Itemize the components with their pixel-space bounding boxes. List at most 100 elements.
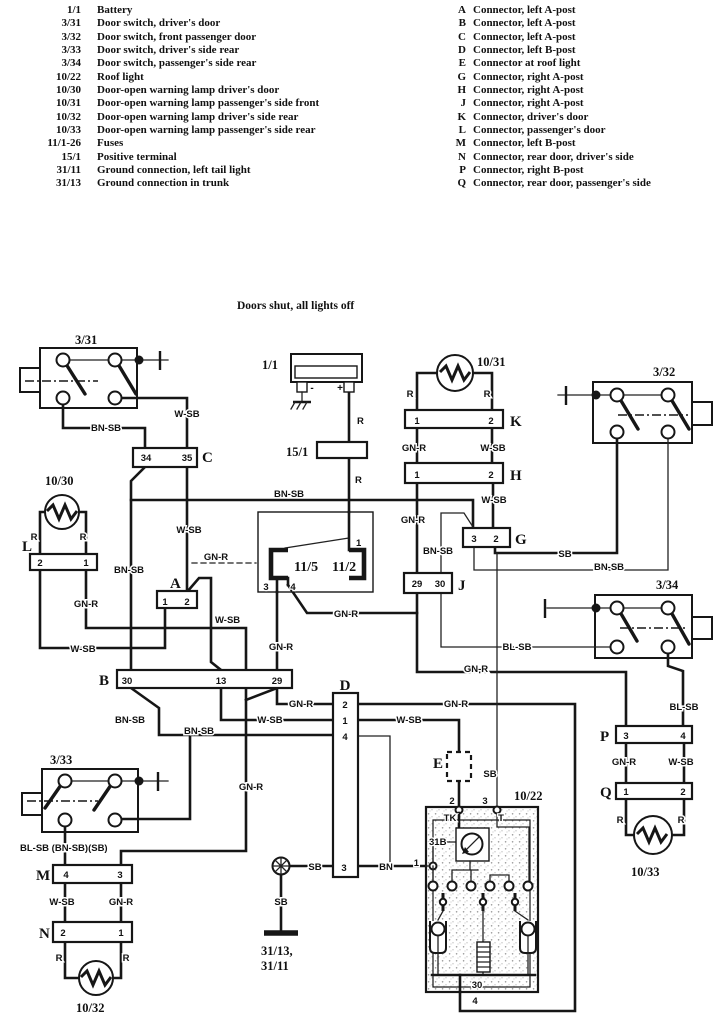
pin: 3 — [341, 863, 346, 874]
wire-label: BN-SB — [423, 546, 453, 557]
legend-desc: Connector at roof light — [473, 57, 581, 70]
legend-row: 10/31 Door-open warning lamp passenger's… — [0, 97, 319, 110]
pin: 2 — [680, 787, 685, 798]
legend-desc: Connector, left A-post — [473, 30, 576, 43]
bulb-left-icon — [429, 910, 447, 976]
wire-label: BL-SB — [669, 702, 698, 713]
bulb-center-icon — [476, 910, 491, 976]
connector-j — [402, 571, 454, 595]
connector-g — [461, 526, 512, 549]
letter-m: M — [36, 868, 50, 884]
wire-r-1031-k1 — [415, 371, 439, 412]
lamp-10-30-icon — [44, 494, 80, 530]
legend-desc: Connector, right B-post — [473, 164, 584, 177]
lamp-10-32-icon — [78, 960, 114, 996]
junction-dot — [591, 603, 601, 613]
legend-desc: Door switch, front passenger door — [97, 30, 257, 43]
legend-letter: D — [458, 44, 466, 57]
wire-bnsb-b30-d4 — [129, 686, 335, 737]
legend-ref: 11/1-26 — [47, 137, 81, 150]
legend-letter: B — [458, 17, 466, 30]
wire-label: BN-SB — [274, 489, 304, 500]
pin: 4 — [63, 870, 69, 881]
wire-r-1031-k2 — [471, 371, 494, 412]
legend-connectors: A Connector, left A-post B Connector, le… — [450, 4, 651, 191]
legend-components: 1/1 Battery 3/31 Door switch, driver's d… — [0, 4, 319, 191]
legend-letter: M — [455, 137, 466, 150]
legend-desc: Door-open warning lamp driver's side rea… — [97, 110, 299, 123]
connector-n — [51, 920, 134, 944]
legend-desc: Connector, driver's door — [473, 110, 589, 123]
legend-desc: Door-open warning lamp passenger's side … — [97, 124, 316, 137]
letter-l: L — [22, 539, 32, 555]
legend-desc: Door switch, driver's side rear — [97, 44, 240, 57]
legend-desc: Connector, left B-post — [473, 44, 576, 57]
wire-label: GN-R — [289, 699, 313, 710]
legend-ref: 31/13 — [55, 177, 81, 190]
wire-bnsb-main-g3 — [129, 498, 475, 530]
pin: 4 — [680, 731, 686, 742]
ref-3-34: 3/34 — [656, 578, 679, 592]
legend-row: H Connector, right A-post — [450, 84, 651, 97]
legend-row: K Connector, driver's door — [450, 111, 651, 124]
wire-label: GN-R — [401, 515, 425, 526]
legend-row: J Connector, right A-post — [450, 97, 651, 110]
legend-ref: 31/11 — [56, 164, 81, 177]
legend-desc: Positive terminal — [97, 150, 177, 163]
legend-ref: 3/34 — [61, 57, 81, 70]
letter-a: A — [170, 576, 181, 592]
wire-gnr-b29-branch — [244, 686, 279, 702]
legend-ref: 10/33 — [55, 124, 81, 137]
wire-label: W-SB — [70, 644, 95, 655]
wire-label: R — [484, 389, 491, 400]
battery-terminals — [290, 381, 355, 410]
legend-desc: Door-open warning lamp passenger's side … — [97, 97, 320, 110]
legend-desc: Ground connection, left tail light — [97, 164, 251, 177]
timer-arrowhead — [462, 847, 469, 854]
legend-row: 10/22 Roof light — [0, 71, 319, 84]
pin: 2 — [488, 416, 493, 427]
wire-label: BN-SB — [114, 565, 144, 576]
wire-label: R — [31, 532, 38, 543]
wire-label: BN-SB — [91, 423, 121, 434]
label-tk: TK — [444, 813, 457, 824]
legend-row: E Connector at roof light — [450, 57, 651, 70]
legend-letter: E — [458, 57, 466, 70]
legend-row: 3/32 Door switch, front passenger door — [0, 31, 319, 44]
wire-label: GN-R — [402, 443, 426, 454]
legend-desc: Connector, left B-post — [473, 137, 576, 150]
wire-label: W-SB — [668, 757, 693, 768]
connector-h — [403, 461, 505, 485]
legend-letter: P — [459, 164, 466, 177]
wire-label: BN-SB — [594, 562, 624, 573]
wire-label: R — [617, 815, 624, 826]
wire-label: W-SB — [396, 715, 421, 726]
wire-label: R — [123, 953, 130, 964]
floor-ground-symbol — [264, 856, 298, 936]
wire-blsb-334-p4 — [666, 652, 685, 728]
connector-e — [445, 750, 473, 783]
pin: 13 — [216, 676, 227, 687]
legend-desc: Connector, right A-post — [473, 84, 584, 97]
pin: 1 — [342, 716, 348, 727]
battery-body — [290, 353, 363, 383]
legend-ref: 10/30 — [55, 84, 81, 97]
letter-j: J — [458, 578, 466, 594]
ref-11-5: 11/5 — [294, 560, 318, 575]
pin: 29 — [412, 579, 423, 590]
wire-label: GN-R — [204, 552, 228, 563]
wire-label: W-SB — [480, 443, 505, 454]
legend-row: 10/30 Door-open warning lamp driver's do… — [0, 84, 319, 97]
legend-desc: Connector, left A-post — [473, 17, 576, 30]
wire-bnsb-c34-b30 — [129, 465, 147, 672]
legend-letter: A — [458, 4, 466, 16]
letter-d: D — [340, 678, 351, 694]
connectors — [28, 408, 694, 944]
legend-row: 11/1-26 Fuses — [0, 137, 319, 150]
ref-3-32: 3/32 — [653, 365, 675, 379]
legend-ref: 1/1 — [66, 4, 81, 16]
wire-label: GN-R — [612, 757, 636, 768]
fuse-11-5-icon — [268, 547, 288, 581]
